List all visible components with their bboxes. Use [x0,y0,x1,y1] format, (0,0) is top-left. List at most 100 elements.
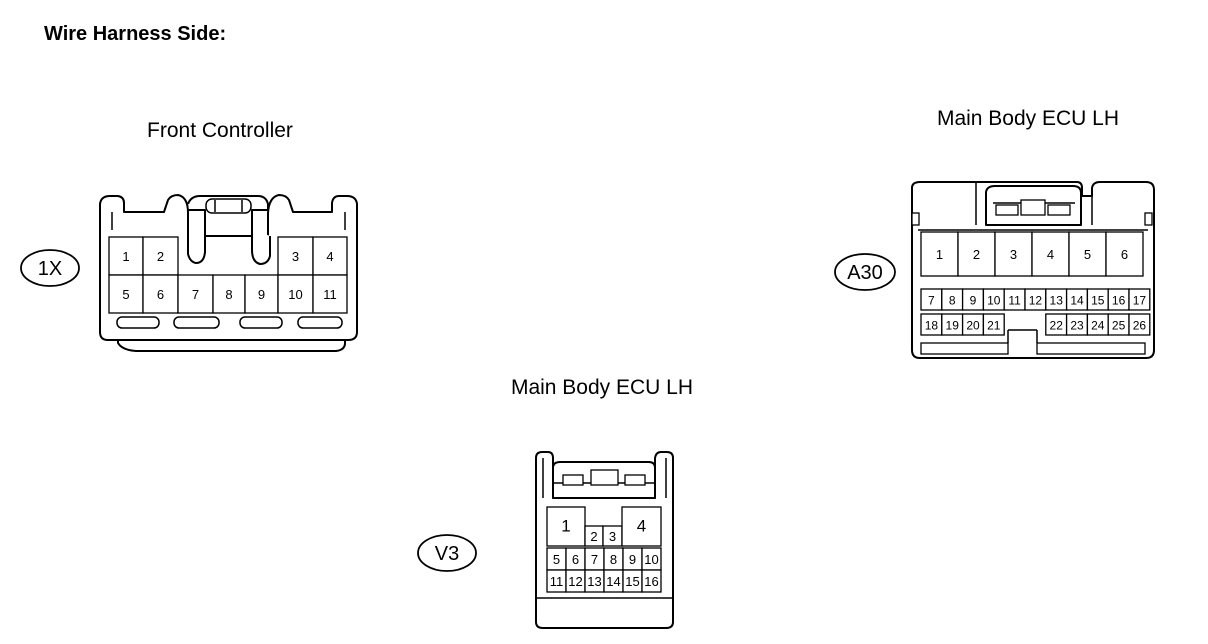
pin-number: 12 [1029,294,1043,308]
pin-cavity: 10 [641,547,662,571]
pin-cavity: 26 [1128,313,1151,336]
pin-number: 12 [568,574,582,589]
connector-1x-id-tag: 1X [20,249,80,287]
pin-number: 13 [587,574,601,589]
pin-number: 23 [1070,319,1084,333]
pin-cavity: 10 [982,288,1005,311]
pin-cavity: 2 [142,236,179,276]
pin-cavity: 8 [212,274,246,314]
pin-number: 4 [1047,247,1054,262]
pin-cavity: 12 [1024,288,1047,311]
pin-number: 4 [637,517,646,536]
pin-cavity: 12 [565,569,586,593]
connector-v3-id-tag: V3 [417,534,477,572]
pin-cavity: 2 [957,231,996,277]
pin-cavity: 4 [1031,231,1070,277]
pin-cavity: 9 [961,288,985,311]
pin-cavity: 16 [641,569,662,593]
pin-number: 7 [591,552,598,567]
pin-cavity: 1 [546,506,586,547]
pin-cavity: 18 [920,313,943,336]
pin-cavity: 3 [277,236,314,276]
pin-number: 2 [157,249,164,264]
pin-cavity: 9 [622,547,643,571]
pin-cavity: 7 [177,274,214,314]
pin-cavity: 6 [1105,231,1144,277]
pin-cavity: 8 [941,288,964,311]
pin-number: 11 [323,287,337,302]
pin-number: 5 [553,552,560,567]
pin-number: 2 [973,247,980,262]
pin-cavity: 25 [1107,313,1130,336]
connector-v3-id: V3 [435,543,459,565]
pin-number: 14 [1070,294,1084,308]
pin-cavity: 6 [142,274,179,314]
pin-number: 1 [122,249,129,264]
pin-cavity: 2 [584,525,604,547]
pin-cavity: 4 [312,236,348,276]
pin-number: 8 [949,294,956,308]
pin-number: 5 [1084,247,1091,262]
pin-cavity: 7 [920,288,943,311]
pin-number: 9 [970,294,977,308]
pin-number: 3 [292,249,299,264]
pin-cavity: 24 [1086,313,1109,336]
pin-number: 18 [925,319,939,333]
connector-a30-id-tag: A30 [834,253,896,291]
pin-cavity: 20 [961,313,985,336]
pin-cavity: 5 [108,274,144,314]
pin-number: 6 [572,552,579,567]
pin-number: 1 [561,517,570,536]
pin-number: 9 [629,552,636,567]
pin-cavity: 15 [622,569,643,593]
connector-1x-caption: Front Controller [147,119,293,142]
pin-number: 3 [609,529,616,544]
pin-cavity: 3 [994,231,1033,277]
pin-number: 21 [987,319,1001,333]
pin-cavity: 11 [1003,288,1026,311]
pin-number: 1 [936,247,943,262]
pin-number: 11 [550,574,564,589]
pin-number: 15 [1091,294,1105,308]
pin-number: 2 [590,529,597,544]
pin-cavity: 5 [546,547,567,571]
pin-number: 24 [1091,319,1105,333]
pin-number: 20 [966,319,980,333]
connector-a30-caption: Main Body ECU LH [937,107,1119,130]
pin-number: 8 [225,287,232,302]
pin-cavity: 23 [1065,313,1089,336]
pin-cavity: 15 [1086,288,1109,311]
pin-number: 22 [1050,319,1064,333]
pin-cavity: 6 [565,547,586,571]
connector-a30-id: A30 [847,262,883,284]
pin-number: 7 [928,294,935,308]
pin-number: 8 [610,552,617,567]
connector-1x-id: 1X [38,258,62,280]
pin-number: 25 [1112,319,1126,333]
pin-cavity: 8 [603,547,624,571]
pin-number: 7 [192,287,199,302]
pin-number: 9 [258,287,265,302]
pin-cavity: 13 [584,569,605,593]
pin-number: 4 [326,249,333,264]
pin-cavity: 17 [1128,288,1151,311]
pin-cavity: 3 [602,525,623,547]
pin-number: 10 [987,294,1001,308]
pin-cavity: 11 [546,569,567,593]
pin-number: 5 [122,287,129,302]
pin-number: 3 [1010,247,1017,262]
pin-number: 16 [644,574,658,589]
connector-v3-caption: Main Body ECU LH [511,376,693,399]
pin-cavity: 1 [920,231,959,277]
pin-number: 13 [1050,294,1064,308]
pin-cavity: 1 [108,236,144,276]
pin-number: 6 [157,287,164,302]
pin-cavity: 22 [1045,313,1068,336]
